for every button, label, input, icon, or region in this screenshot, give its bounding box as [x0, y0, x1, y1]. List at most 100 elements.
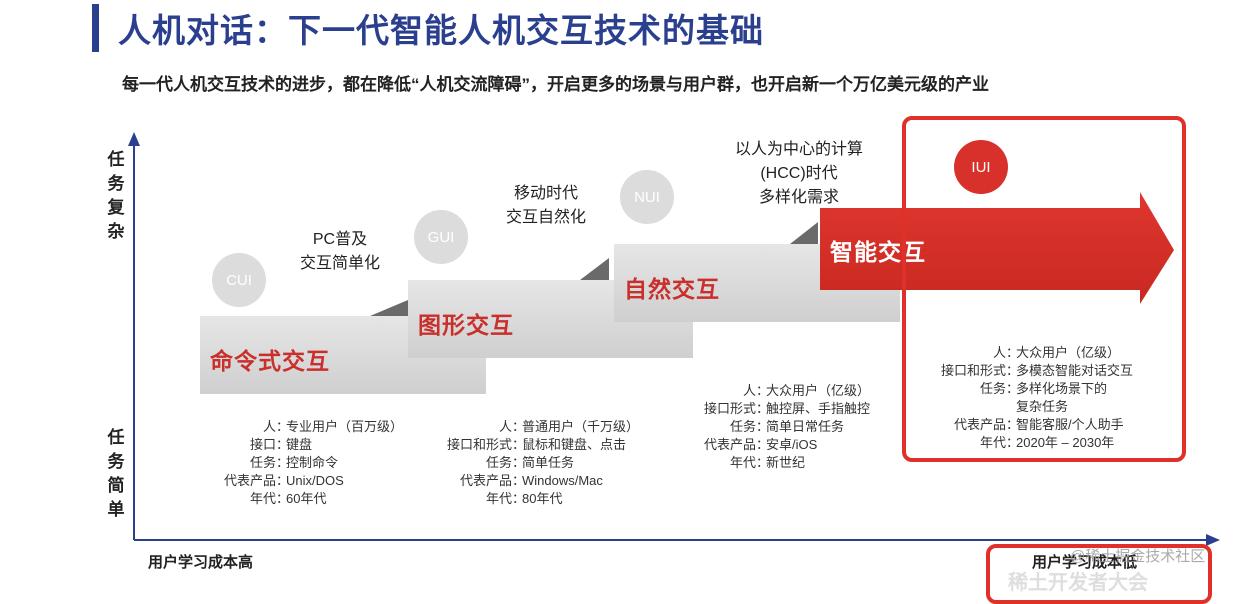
info-row: 任务：简单任务 [434, 454, 639, 472]
info-value: 大众用户（亿级） [766, 383, 871, 398]
info-row: 接口形式：触控屏、手指触控 [692, 400, 870, 418]
info-row: 接口：键盘 [196, 436, 403, 454]
info-value: 复杂任务 [1016, 399, 1069, 414]
info-row: 人：大众用户（亿级） [692, 382, 870, 400]
info-row: 人：大众用户（亿级） [928, 344, 1133, 362]
info-row: 接口和形式：鼠标和键盘、点击 [434, 436, 639, 454]
y-axis-arrow-icon [128, 132, 140, 146]
info-value: 专业用户（百万级） [286, 419, 404, 434]
info-value: 简单日常任务 [766, 419, 845, 434]
info-separator: ： [512, 419, 526, 434]
step-band-4-arrow [820, 192, 1174, 304]
info-value: 控制命令 [286, 455, 339, 470]
info-value: 鼠标和键盘、点击 [522, 437, 627, 452]
info-value: 安卓/iOS [766, 437, 818, 452]
info-value: 大众用户（亿级） [1016, 345, 1121, 360]
info-value: Unix/DOS [286, 473, 344, 488]
page-subtitle: 每一代人机交互技术的进步，都在降低“人机交流障碍”，开启更多的场景与用户群，也开… [122, 75, 989, 94]
era-line: 多样化需求 [758, 189, 839, 206]
info-key: 代表产品 [953, 417, 1006, 432]
info-row: 年代：新世纪 [692, 454, 870, 472]
info-key: 人 [262, 419, 276, 434]
step-label-3: 自然交互 [624, 276, 720, 302]
x-axis-right-label: 用户学习成本低 [1032, 554, 1138, 571]
x-axis-left-label: 用户学习成本高 [148, 554, 254, 571]
info-row: 任务：简单日常任务 [692, 418, 870, 436]
step-label-4: 智能交互 [830, 239, 926, 265]
info-value: 键盘 [286, 437, 313, 452]
info-separator: ： [276, 473, 290, 488]
y-axis-bottom-label: 任务简单 [107, 428, 125, 519]
info-row: 年代：80年代 [434, 490, 639, 508]
info-key: 年代 [249, 491, 276, 506]
evolution-diagram [128, 132, 1220, 546]
info-separator: ： [276, 491, 290, 506]
bottom-decoration-text: 稀土开发者大会 [1008, 572, 1148, 594]
info-key: 接口形式 [703, 401, 756, 416]
info-value: Windows/Mac [522, 473, 603, 488]
info-row: 代表产品：Windows/Mac [434, 472, 639, 490]
info-key: 年代 [979, 435, 1006, 450]
info-row: 复杂任务 [928, 398, 1133, 416]
info-separator: ： [276, 437, 290, 452]
era-text-gui: PC普及 交互简单化 [292, 228, 388, 276]
info-separator: ： [756, 455, 770, 470]
step-label-1: 命令式交互 [210, 348, 330, 374]
info-value: 多样化场景下的 [1016, 381, 1108, 396]
info-separator: ： [756, 437, 770, 452]
info-row: 接口和形式：多模态智能对话交互 [928, 362, 1133, 380]
info-block-3: 人：大众用户（亿级）接口形式：触控屏、手指触控任务：简单日常任务代表产品：安卓/… [692, 382, 870, 472]
info-key: 人 [498, 419, 512, 434]
era-line: 交互简单化 [299, 255, 380, 272]
info-key: 任务 [485, 455, 512, 470]
info-row: 人：普通用户（千万级） [434, 418, 639, 436]
info-key: 接口 [249, 437, 276, 452]
badge-gui: GUI [414, 210, 468, 264]
info-block-4: 人：大众用户（亿级）接口和形式：多模态智能对话交互任务：多样化场景下的复杂任务代… [928, 344, 1133, 452]
info-key: 代表产品 [223, 473, 276, 488]
info-separator: ： [276, 419, 290, 434]
step-shadow-1b [370, 300, 408, 316]
step-label-2: 图形交互 [418, 312, 514, 338]
info-separator: ： [512, 491, 526, 506]
era-text-iui: 以人为中心的计算 (HCC)时代 多样化需求 [724, 138, 874, 210]
info-value: 智能客服/个人助手 [1016, 417, 1124, 432]
info-row: 代表产品：安卓/iOS [692, 436, 870, 454]
info-key: 接口和形式 [940, 363, 1006, 378]
era-line: PC普及 [312, 231, 368, 248]
info-separator: ： [1006, 345, 1020, 360]
badge-nui: NUI [620, 170, 674, 224]
info-separator: ： [1006, 417, 1020, 432]
info-row: 任务：控制命令 [196, 454, 403, 472]
era-text-nui: 移动时代 交互自然化 [496, 182, 596, 230]
era-line: (HCC)时代 [760, 165, 838, 182]
info-separator: ： [512, 437, 526, 452]
info-value: 60年代 [286, 491, 327, 506]
info-row: 任务：多样化场景下的 [928, 380, 1133, 398]
badge-cui: CUI [212, 253, 266, 307]
info-separator: ： [1006, 381, 1020, 396]
info-separator: ： [512, 455, 526, 470]
info-key: 人 [992, 345, 1006, 360]
info-key: 接口和形式 [446, 437, 512, 452]
info-separator: ： [512, 473, 526, 488]
info-separator: ： [1006, 363, 1020, 378]
step-shadow-2b [580, 258, 609, 280]
watermark: @稀土掘金技术社区 [1070, 548, 1206, 565]
info-key: 人 [742, 383, 756, 398]
info-value: 2020年 – 2030年 [1016, 435, 1115, 450]
info-separator: ： [756, 401, 770, 416]
info-value: 简单任务 [522, 455, 575, 470]
era-line: 以人为中心的计算 [734, 141, 863, 158]
info-separator: ： [756, 419, 770, 434]
info-key: 年代 [485, 491, 512, 506]
info-value: 普通用户（千万级） [522, 419, 640, 434]
info-key: 任务 [979, 381, 1006, 396]
era-line: 移动时代 [513, 185, 578, 202]
step-shadow-3b [790, 222, 818, 244]
info-key: 任务 [729, 419, 756, 434]
badge-iui: IUI [954, 140, 1008, 194]
info-separator: ： [1006, 435, 1020, 450]
info-value: 多模态智能对话交互 [1016, 363, 1134, 378]
